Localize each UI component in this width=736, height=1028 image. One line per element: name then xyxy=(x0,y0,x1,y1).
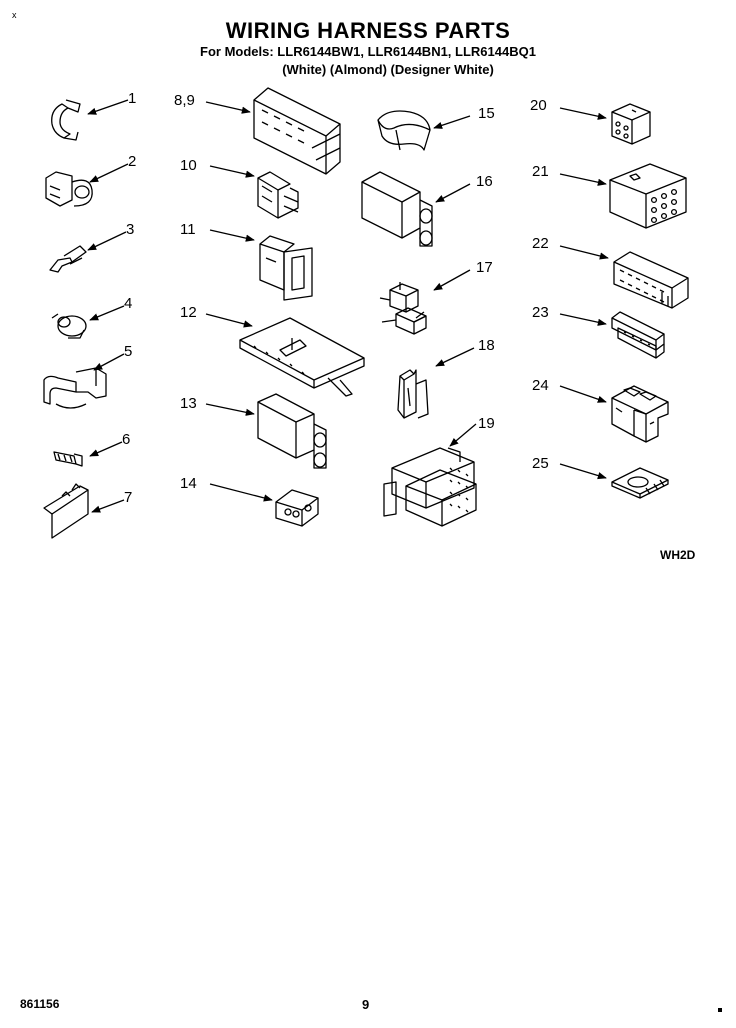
page-title: WIRING HARNESS PARTS xyxy=(225,18,511,43)
callout-24: 24 xyxy=(532,377,549,394)
callout-16: 16 xyxy=(476,173,493,190)
callout-17: 17 xyxy=(476,259,493,276)
part-24 xyxy=(611,385,669,443)
callout-5: 5 xyxy=(124,343,132,360)
part-25 xyxy=(611,467,669,499)
part-8-9 xyxy=(253,87,341,175)
callout-6: 6 xyxy=(122,431,130,448)
part-15 xyxy=(377,110,431,151)
callout-3: 3 xyxy=(126,221,134,238)
callout-14: 14 xyxy=(180,475,197,492)
callout-18: 18 xyxy=(478,337,495,354)
callout-21: 21 xyxy=(532,163,549,180)
part-12 xyxy=(239,317,365,397)
color-list: (White) (Almond) (Designer White) xyxy=(282,62,494,77)
callout-7: 7 xyxy=(124,489,132,506)
part-7 xyxy=(43,483,89,539)
part-1 xyxy=(51,99,81,141)
callout-2: 2 xyxy=(128,153,136,170)
page-number: 9 xyxy=(362,997,370,1012)
callout-13: 13 xyxy=(180,395,197,412)
callout-8-9: 8,9 xyxy=(174,92,195,109)
callout-15: 15 xyxy=(478,105,495,122)
corner-mark: x xyxy=(12,10,17,20)
model-list: For Models: LLR6144BW1, LLR6144BN1, LLR6… xyxy=(200,44,536,59)
part-19 xyxy=(383,447,477,527)
callout-20: 20 xyxy=(530,97,547,114)
part-4 xyxy=(51,313,87,339)
document-number: 861156 xyxy=(20,997,60,1011)
part-17 xyxy=(379,282,427,335)
callout-23: 23 xyxy=(532,304,549,321)
callout-12: 12 xyxy=(180,304,197,321)
part-5 xyxy=(43,367,107,409)
callout-10: 10 xyxy=(180,157,197,174)
part-10 xyxy=(257,171,299,219)
callout-22: 22 xyxy=(532,235,549,252)
part-11 xyxy=(259,235,313,301)
callout-4: 4 xyxy=(124,295,132,312)
corner-dot xyxy=(718,1008,722,1012)
part-20 xyxy=(611,103,651,145)
callout-11: 11 xyxy=(180,221,196,238)
part-3 xyxy=(49,245,87,273)
part-21 xyxy=(609,163,687,229)
part-14 xyxy=(275,489,319,527)
diagram-code: WH2D xyxy=(660,548,696,562)
callout-19: 19 xyxy=(478,415,495,432)
callout-25: 25 xyxy=(532,455,549,472)
callout-1: 1 xyxy=(128,90,136,107)
part-23 xyxy=(611,311,665,359)
part-13 xyxy=(257,393,327,469)
part-6 xyxy=(53,451,83,467)
part-22 xyxy=(613,251,689,309)
part-18 xyxy=(397,369,429,419)
part-2 xyxy=(45,171,93,207)
part-16 xyxy=(361,171,433,247)
